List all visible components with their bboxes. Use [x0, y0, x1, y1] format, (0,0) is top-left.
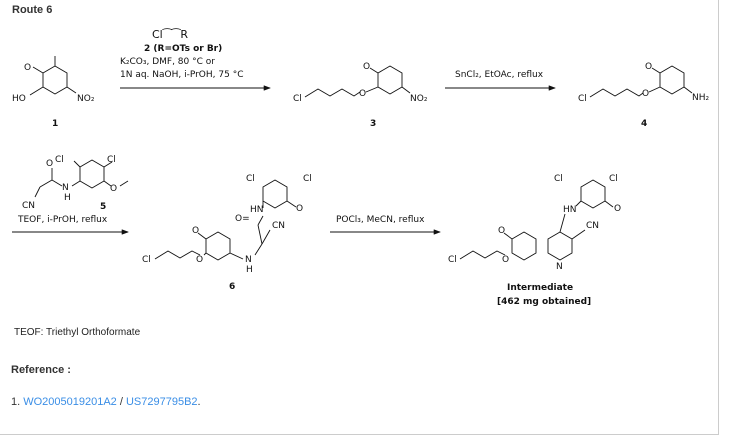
- atom-label: N: [245, 255, 252, 265]
- reaction-scheme: O HO NO₂ 1 Cl⁀⁀R 2 (R=OTs or Br) K₂CO₃, …: [12, 28, 710, 307]
- atom-label: Cl: [578, 94, 587, 104]
- compound-1: O HO NO₂ 1: [12, 56, 95, 129]
- product-label: Intermediate: [507, 283, 573, 293]
- compound-3: Cl O O NO₂ 3: [293, 62, 428, 129]
- compound-label: 1: [52, 119, 58, 129]
- compound-label: 5: [100, 202, 106, 212]
- atom-label: CN: [22, 201, 35, 211]
- reference-item: 1. WO2005019201A2 / US7297795B2.: [11, 396, 201, 408]
- atom-label: O: [296, 204, 303, 214]
- atom-label: Cl: [448, 255, 457, 265]
- atom-label: O: [645, 62, 652, 72]
- atom-label: O: [363, 62, 370, 72]
- reference-heading: Reference :: [11, 364, 71, 376]
- product-amount: [462 mg obtained]: [497, 297, 591, 307]
- atom-label: Cl: [107, 155, 116, 165]
- content-frame: [0, 0, 719, 435]
- compound-4: Cl O O NH₂ 4: [578, 62, 710, 129]
- step-condition: 1N aq. NaOH, i-PrOH, 75 °C: [120, 70, 243, 80]
- step-4: POCl₃, MeCN, reflux: [330, 215, 441, 235]
- reagent-2-structure: Cl⁀⁀R: [152, 28, 188, 41]
- atom-label: Cl: [303, 174, 312, 184]
- step-condition: 2 (R=OTs or Br): [144, 44, 222, 54]
- atom-label: O: [196, 255, 203, 265]
- intermediate-product: Cl Cl Cl O O O HN CN N Intermediate [462…: [448, 174, 621, 307]
- atom-label: CN: [272, 221, 285, 231]
- abbreviation-note: TEOF: Triethyl Orthoformate: [14, 327, 141, 338]
- atom-label: O: [192, 226, 199, 236]
- atom-label: O: [46, 159, 53, 169]
- atom-label: NH₂: [692, 93, 710, 103]
- atom-label: O: [110, 184, 117, 194]
- atom-label: Cl: [609, 174, 618, 184]
- atom-label: NO₂: [410, 94, 428, 104]
- atom-label: O: [498, 226, 505, 236]
- compound-label: 4: [641, 119, 647, 129]
- atom-label: O=: [235, 214, 250, 224]
- atom-label: HN: [250, 205, 264, 215]
- atom-label: Cl: [142, 255, 151, 265]
- atom-label: N: [62, 183, 69, 193]
- step-2: SnCl₂, EtOAc, reflux: [445, 70, 556, 91]
- compound-5: Cl Cl O O N H CN 5: [22, 155, 129, 212]
- compound-label: 3: [370, 119, 376, 129]
- step-condition: TEOF, i-PrOH, reflux: [17, 215, 108, 225]
- atom-label: Cl: [554, 174, 563, 184]
- atom-label: Cl: [246, 174, 255, 184]
- atom-label: HO: [12, 94, 26, 104]
- step-condition: K₂CO₃, DMF, 80 °C or: [120, 57, 215, 67]
- atom-label: Cl: [55, 155, 64, 165]
- atom-label: HN: [563, 205, 577, 215]
- route-title: Route 6: [12, 4, 53, 16]
- step-3: TEOF, i-PrOH, reflux: [12, 215, 129, 235]
- reference-link-us[interactable]: US7297795B2: [125, 396, 198, 408]
- step-condition: POCl₃, MeCN, reflux: [336, 215, 425, 225]
- atom-label: O: [642, 89, 649, 99]
- compound-label: 6: [229, 282, 235, 292]
- atom-label: O: [359, 89, 366, 99]
- atom-label: H: [246, 265, 253, 275]
- atom-label: N: [556, 262, 563, 272]
- atom-label: CN: [586, 221, 599, 231]
- reference-number: 1.: [11, 396, 24, 408]
- atom-label: O: [24, 63, 31, 73]
- atom-label: Cl: [293, 94, 302, 104]
- atom-label: O: [614, 204, 621, 214]
- atom-label: O: [502, 255, 509, 265]
- step-condition: SnCl₂, EtOAc, reflux: [455, 70, 544, 80]
- atom-label: H: [64, 193, 71, 203]
- compound-6: Cl Cl Cl O O O HN O= CN N H 6: [142, 174, 312, 292]
- step-1: Cl⁀⁀R 2 (R=OTs or Br) K₂CO₃, DMF, 80 °C …: [120, 28, 271, 91]
- reference-separator: /: [116, 396, 126, 408]
- reference-link-wo[interactable]: WO2005019201A2: [23, 396, 117, 408]
- atom-label: NO₂: [77, 94, 95, 104]
- reference-suffix: .: [197, 396, 201, 408]
